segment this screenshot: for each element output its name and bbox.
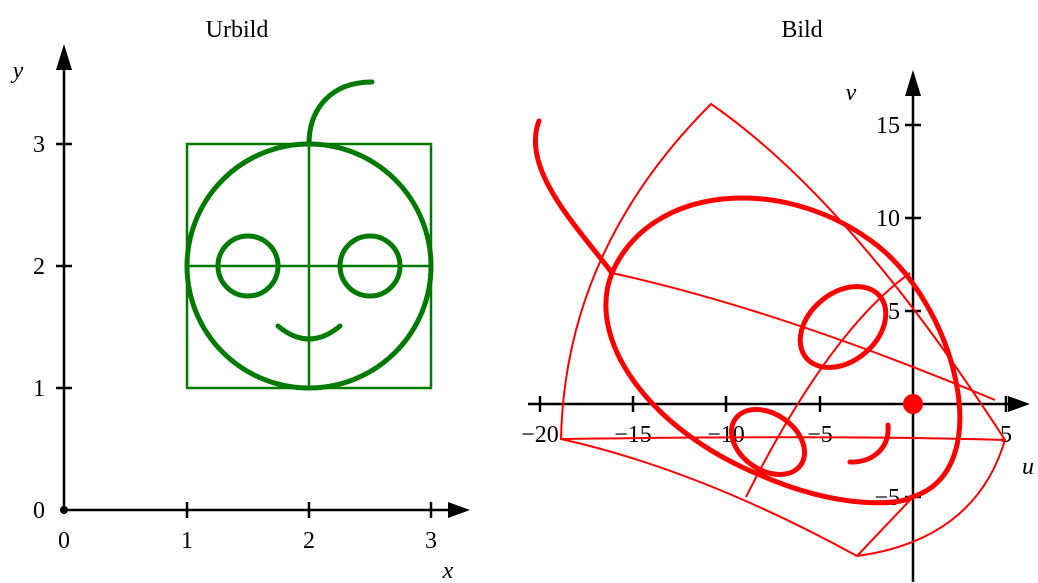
urbild-right-eye xyxy=(337,233,403,299)
u-tick-label: −10 xyxy=(707,422,745,448)
urbild-title: Urbild xyxy=(206,17,269,43)
bild-midline-image-2 xyxy=(745,272,911,498)
u-tick-label: 5 xyxy=(1000,422,1012,448)
y-axis-label: y xyxy=(11,58,24,84)
bild-stem-image xyxy=(532,118,615,276)
bild-face-image xyxy=(603,195,963,506)
x-tick-label: 1 xyxy=(181,528,193,554)
bild-eye-image-1 xyxy=(797,284,889,370)
y-tick-label: 2 xyxy=(33,254,45,280)
v-axis-label: v xyxy=(846,80,857,106)
v-ticks: −5 5 10 15 xyxy=(874,113,921,511)
x-tick-label: 0 xyxy=(58,528,70,554)
bild-mouth-image xyxy=(847,422,891,465)
x-tick-label: 2 xyxy=(303,528,315,554)
bild-square-image xyxy=(559,102,1007,558)
urbild-mouth xyxy=(275,323,343,342)
bild-corner-segment xyxy=(856,496,914,557)
v-axis-arrowhead xyxy=(905,70,921,96)
y-tick-label: 1 xyxy=(33,376,45,402)
y-axis-arrowhead xyxy=(56,44,72,70)
bild-eye-image-2 xyxy=(729,407,807,477)
u-tick-label: −5 xyxy=(807,422,833,448)
x-axis-label: x xyxy=(442,558,454,583)
x-tick-label: 3 xyxy=(425,528,437,554)
u-tick-label: −20 xyxy=(521,422,559,448)
bild-panel: Bild −20 −15 −10 −5 5 −5 5 10 xyxy=(521,17,1034,582)
bild-midline-image-1 xyxy=(611,272,996,401)
v-tick-label: 15 xyxy=(876,113,900,139)
y-tick-label: 3 xyxy=(33,132,45,158)
x-axis-arrowhead xyxy=(448,502,470,518)
u-axis-label: u xyxy=(1022,454,1034,480)
origin-dot xyxy=(60,506,68,514)
u-axis-arrowhead xyxy=(1008,396,1030,412)
v-tick-label: 10 xyxy=(876,206,900,232)
urbild-panel: Urbild 0 1 2 3 0 1 2 3 x y xyxy=(11,17,470,583)
y-ticks: 0 1 2 3 xyxy=(33,132,72,524)
y-tick-label: 0 xyxy=(33,498,45,524)
urbild-stem xyxy=(306,79,375,147)
u-tick-label: −15 xyxy=(614,422,652,448)
u-ticks: −20 −15 −10 −5 5 xyxy=(521,396,1012,448)
x-ticks: 0 1 2 3 xyxy=(58,502,437,554)
bild-title: Bild xyxy=(781,17,822,43)
v-tick-label: 5 xyxy=(888,299,900,325)
urbild-left-eye xyxy=(215,233,281,299)
bild-marked-point xyxy=(903,394,923,414)
v-tick-label: −5 xyxy=(874,485,900,511)
